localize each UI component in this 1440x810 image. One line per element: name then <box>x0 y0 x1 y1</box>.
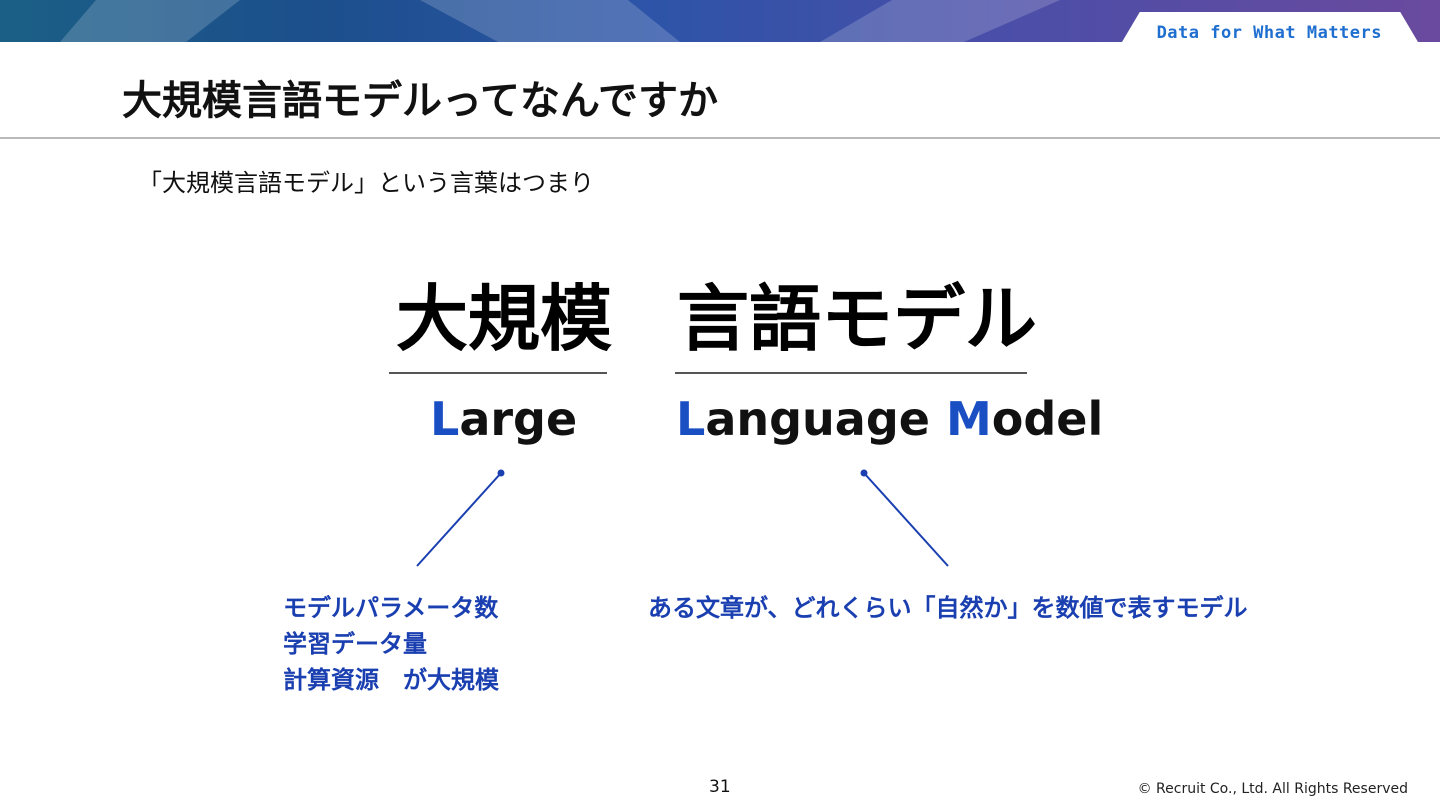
initial-l: L <box>430 392 460 446</box>
language-model-description: ある文章が、どれくらい「自然か」を数値で表すモデル <box>648 594 1248 622</box>
brand-tagline: Data for What Matters <box>1156 23 1382 43</box>
description-line: モデルパラメータ数 <box>283 594 499 622</box>
banner-facet <box>820 0 1060 42</box>
term-large-kanji: 大規模 <box>396 277 613 361</box>
initial-l: L <box>676 392 706 446</box>
term-language-model-kanji: 言語モデル <box>677 277 1038 361</box>
banner-facet <box>60 0 240 42</box>
slide-subtitle: 「大規模言語モデル」という言葉はつまり <box>138 169 594 197</box>
term-large-underline <box>389 372 607 374</box>
large-description: モデルパラメータ数 学習データ量 計算資源 が大規模 <box>283 590 499 698</box>
description-line: 学習データ量 <box>283 630 427 658</box>
initial-m: M <box>945 392 992 446</box>
english-rest: anguage <box>705 392 946 446</box>
description-line: 計算資源 が大規模 <box>283 666 499 694</box>
english-rest: odel <box>991 392 1104 446</box>
term-language-model-underline <box>675 372 1027 374</box>
term-language-model-english: Language Model <box>676 396 1103 442</box>
connector-dot-right <box>860 469 868 477</box>
title-divider <box>0 137 1440 139</box>
tagline-tab <box>1122 12 1418 42</box>
banner-facet <box>420 0 680 42</box>
english-rest: arge <box>459 392 578 446</box>
term-large-english: Large <box>430 396 577 442</box>
connector-dot-left <box>497 469 505 477</box>
copyright-notice: © Recruit Co., Ltd. All Rights Reserved <box>1137 781 1408 797</box>
connector-line-right <box>863 472 949 567</box>
slide-title: 大規模言語モデルってなんですか <box>122 78 718 124</box>
page-number: 31 <box>709 777 731 797</box>
connector-line-left <box>416 472 502 567</box>
